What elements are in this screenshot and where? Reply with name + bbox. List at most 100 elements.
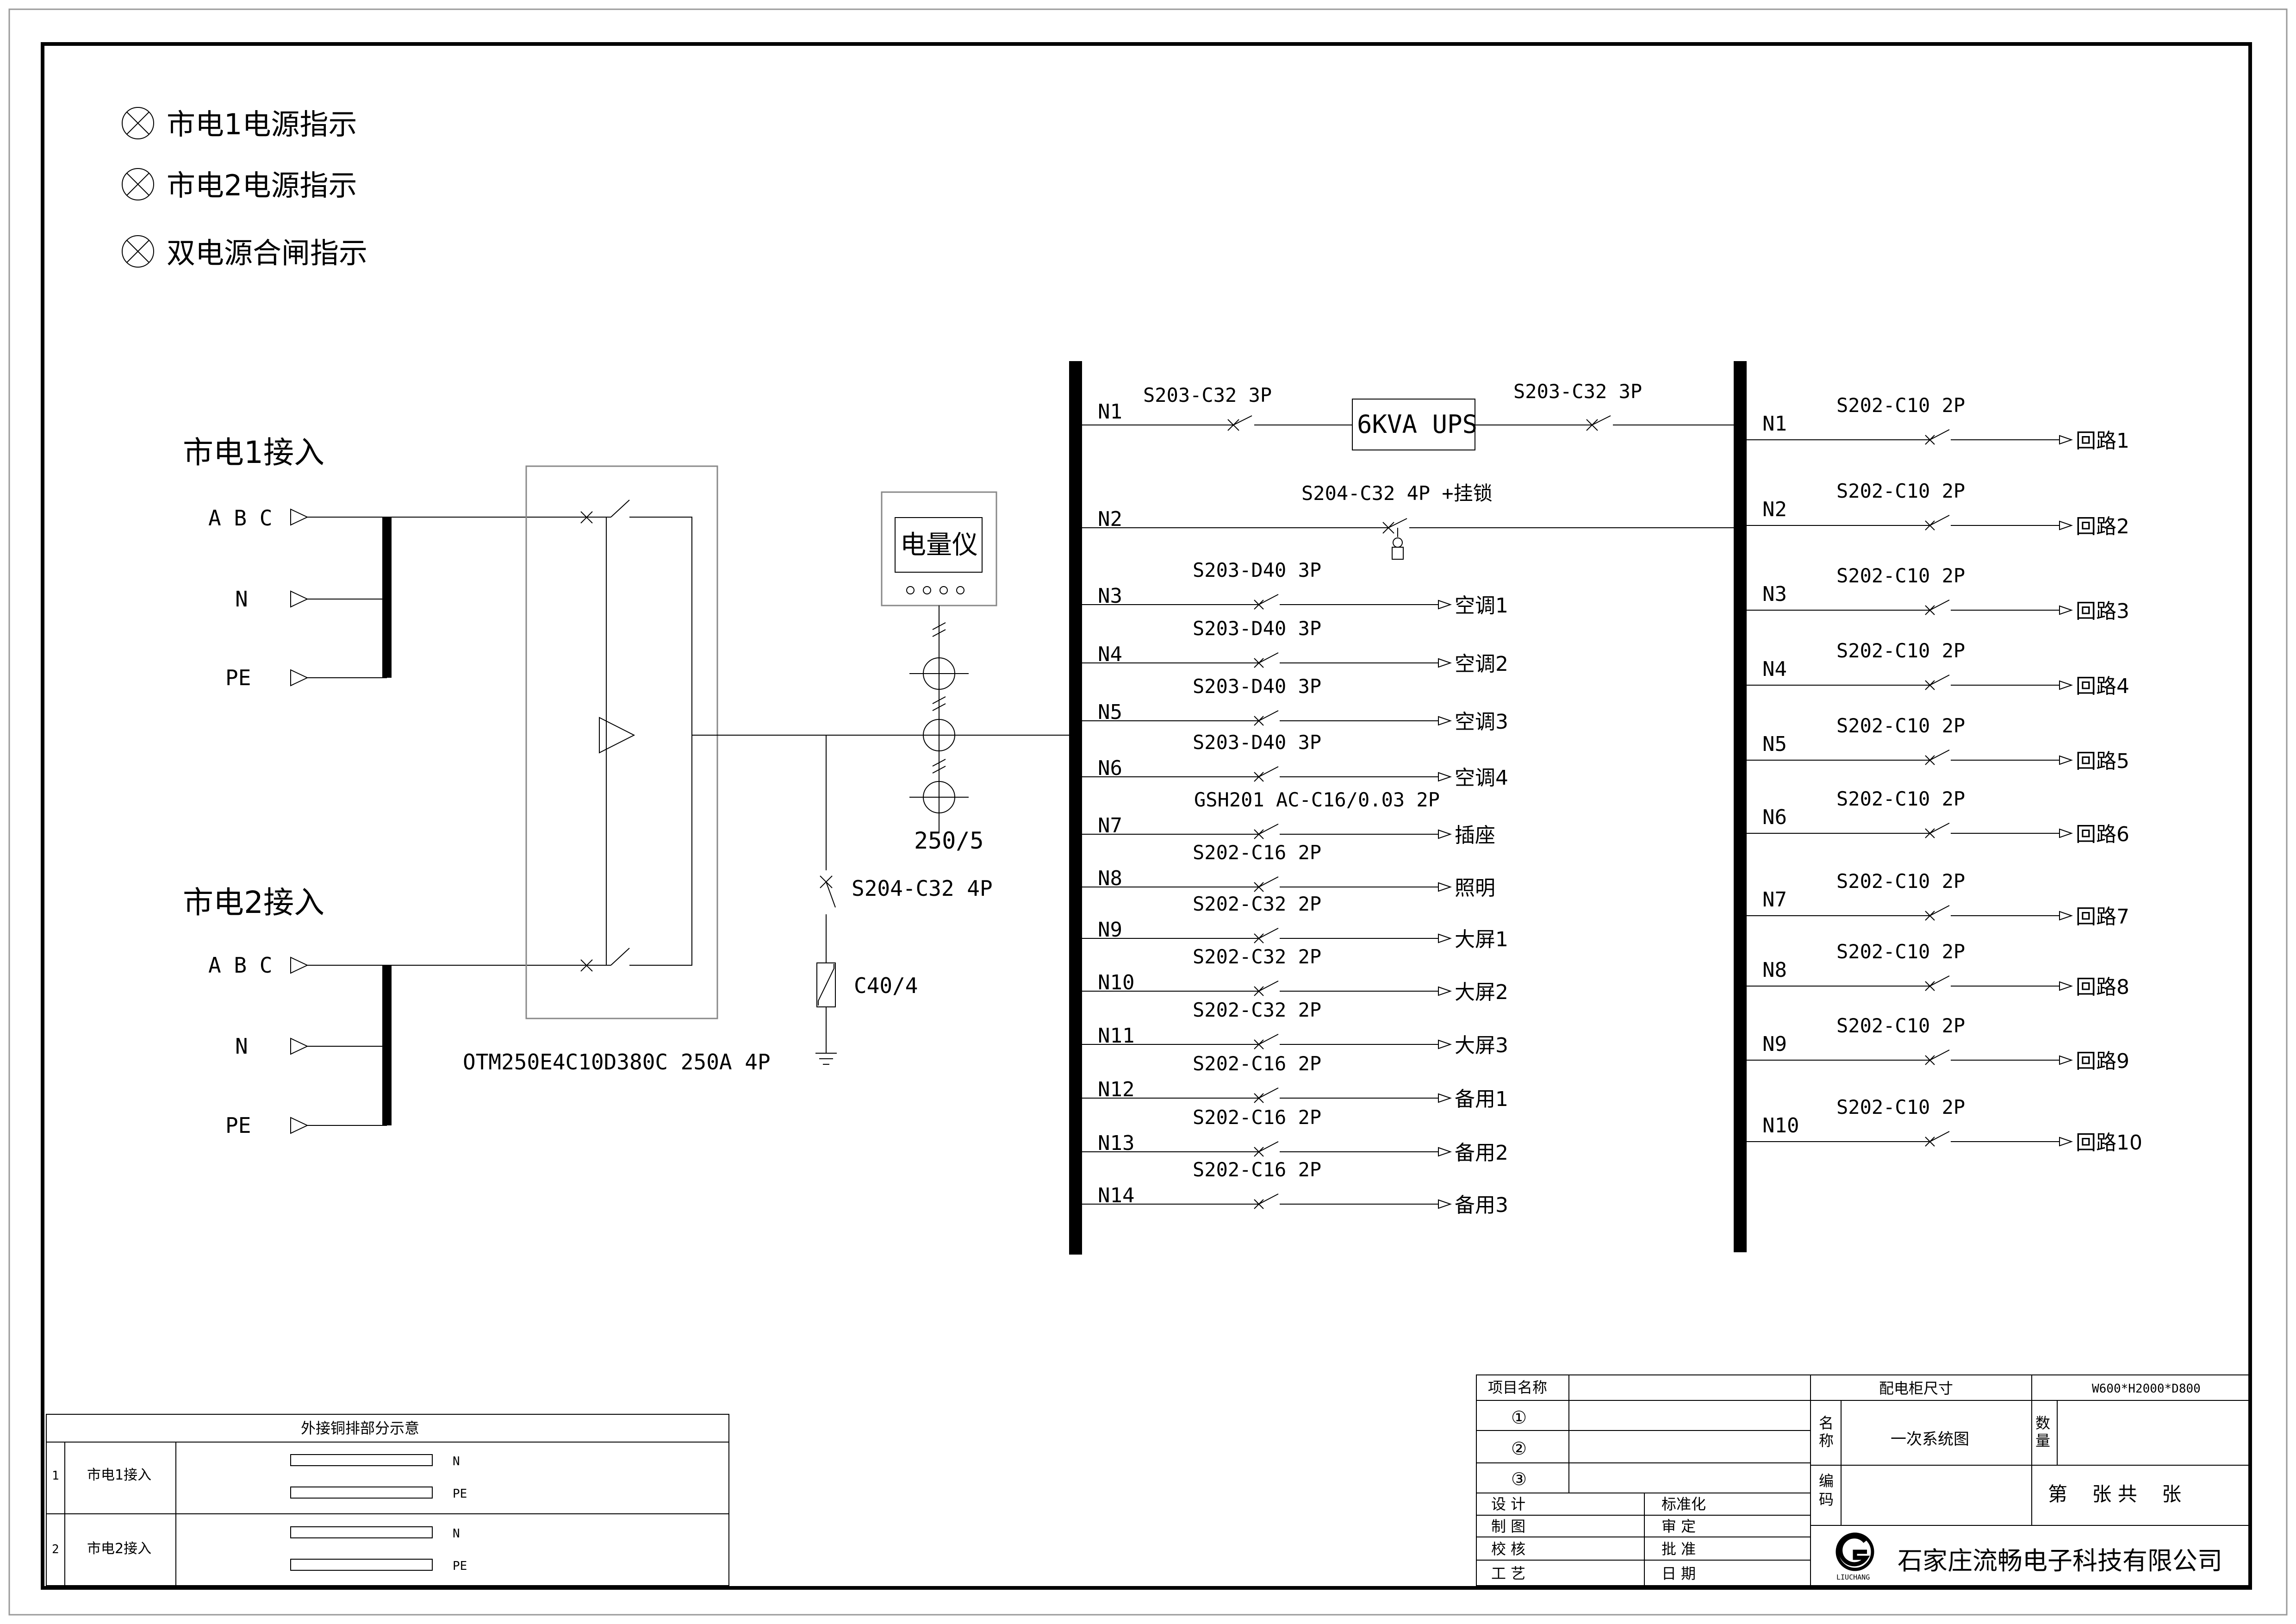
load-label: 备用2 (1455, 1141, 1508, 1165)
incoming-supply-1: 市电1接入 A B C N PE (183, 435, 587, 690)
load-label: 回路4 (2076, 675, 2129, 698)
breaker-label: S202-C32 2P (1193, 893, 1321, 915)
breaker-label: S202-C10 2P (1836, 940, 1965, 963)
circuit-n-label: N1 (1762, 412, 1787, 436)
load-label: 空调2 (1455, 652, 1508, 676)
circuit-n-label: N1 (1098, 400, 1122, 424)
surge-protection-branch: S204-C32 4P C40/4 (815, 735, 993, 1065)
row-index: 2 (52, 1543, 59, 1556)
power-meter: 电量仪 250/5 (881, 491, 997, 854)
breaker-label: S202-C10 2P (1836, 787, 1965, 810)
logo-text: LIUCHANG (1836, 1573, 1870, 1581)
circuit-n-label: N6 (1762, 806, 1787, 829)
phase-label: A B C (208, 506, 272, 531)
bar-label: PE (453, 1559, 467, 1573)
ups-label: 6KVA UPS (1357, 410, 1477, 439)
breaker-label: S202-C16 2P (1193, 1052, 1321, 1075)
breaker-label: S202-C10 2P (1836, 394, 1965, 417)
load-label: 回路8 (2076, 975, 2129, 999)
load-label: 备用3 (1455, 1193, 1508, 1217)
bar-label: PE (453, 1487, 467, 1501)
copper-busbar-table: 外接铜排部分示意 1 市电1接入 N PE 2 市电2接入 N PE (46, 1414, 729, 1586)
bar-label: N (453, 1527, 460, 1541)
breaker-label: S202-C32 2P (1193, 999, 1321, 1021)
load-label: 回路7 (2076, 905, 2129, 929)
indicator-lamps: 市电1电源指示 市电2电源指示 双电源合闸指示 (122, 107, 367, 270)
row-index: 1 (52, 1469, 59, 1483)
code-label: 码 (1819, 1491, 1834, 1508)
arrester-label: C40/4 (854, 973, 918, 998)
load-label: 备用1 (1455, 1087, 1508, 1111)
project-label: 项目名称 (1488, 1379, 1547, 1396)
sign-label: 日 期 (1661, 1565, 1696, 1582)
breaker-label: GSH201 AC-C16/0.03 2P (1194, 788, 1440, 811)
circuit-n-label: N8 (1762, 958, 1787, 982)
sign-label: 设 计 (1491, 1495, 1525, 1513)
indicator-label: 市电2电源指示 (167, 169, 357, 202)
circuit-n-label: N11 (1098, 1024, 1134, 1048)
sign-label: 制 图 (1491, 1518, 1525, 1535)
circuit-n-label: N8 (1098, 867, 1122, 890)
circuit-n-label: N2 (1762, 498, 1787, 521)
circuit-n-label: N3 (1098, 584, 1122, 608)
breaker-label: S203-D40 3P (1193, 559, 1321, 581)
load-label: 空调4 (1455, 766, 1508, 790)
circuit-n-label: N4 (1762, 657, 1787, 681)
breaker-label: S202-C32 2P (1193, 945, 1321, 968)
indicator-label: 双电源合闸指示 (167, 236, 367, 270)
table-title: 外接铜排部分示意 (301, 1419, 419, 1437)
row-name: 市电1接入 (87, 1467, 151, 1483)
pe-label: PE (225, 665, 251, 690)
ct-ratio-label: 250/5 (914, 827, 984, 854)
load-label: 大屏1 (1455, 928, 1508, 951)
outer-frame (8, 8, 2288, 1616)
feeder-circuit: N2 S204-C32 4P +挂锁 (1082, 482, 1734, 534)
circuit-n-label: N2 (1098, 507, 1122, 531)
breaker-label: S203-D40 3P (1193, 675, 1321, 698)
cabinet-label: 配电柜尺寸 (1879, 1380, 1953, 1397)
sign-label: 批 准 (1661, 1540, 1696, 1558)
circuit-n-label: N9 (1762, 1032, 1787, 1056)
load-label: 插座 (1455, 824, 1495, 847)
breaker-label: S202-C16 2P (1193, 841, 1321, 864)
qty-label: 量 (2035, 1432, 2050, 1449)
phase-label: A B C (208, 953, 272, 978)
name-label: 称 (1819, 1432, 1834, 1449)
ups-path: 6KVA UPS S203-C32 3P S203-C32 3P (1082, 380, 1734, 450)
load-label: 大屏3 (1455, 1034, 1508, 1057)
n-label: N (235, 1034, 248, 1059)
breaker-label: S202-C16 2P (1193, 1106, 1321, 1129)
circuit-n-label: N7 (1762, 888, 1787, 912)
circuit-n-label: N10 (1098, 971, 1134, 994)
drawing-border (41, 42, 2252, 1590)
load-label: 空调1 (1455, 594, 1508, 618)
breaker-label: S202-C10 2P (1836, 714, 1965, 737)
circuit-n-label: N6 (1098, 756, 1122, 780)
breaker-label: S204-C32 4P +挂锁 (1301, 482, 1493, 505)
feeder-circuit: N1 (1098, 400, 1122, 424)
load-label: 回路2 (2076, 515, 2129, 538)
pe-label: PE (225, 1113, 251, 1138)
breaker-label: S203-D40 3P (1193, 617, 1321, 640)
n-label: N (235, 587, 248, 612)
incoming-supply-2: 市电2接入 A B C N PE (183, 885, 587, 1138)
feeder-circuit: N12 S202-C16 2P 备用1 (1082, 1052, 1508, 1111)
title-block: 项目名称 配电柜尺寸 W600*H2000*D800 ① ② ③ 名 称 一次系… (1476, 1374, 2250, 1586)
breaker-label: S202-C10 2P (1836, 1014, 1965, 1037)
drawing-name: 一次系统图 (1891, 1430, 1969, 1449)
circuit-n-label: N12 (1098, 1078, 1134, 1101)
breaker-label: S202-C10 2P (1836, 1096, 1965, 1118)
bar-label: N (453, 1455, 460, 1468)
lamp-icon (122, 107, 154, 139)
breaker-label: S202-C10 2P (1836, 870, 1965, 893)
lamp-icon (122, 168, 154, 200)
